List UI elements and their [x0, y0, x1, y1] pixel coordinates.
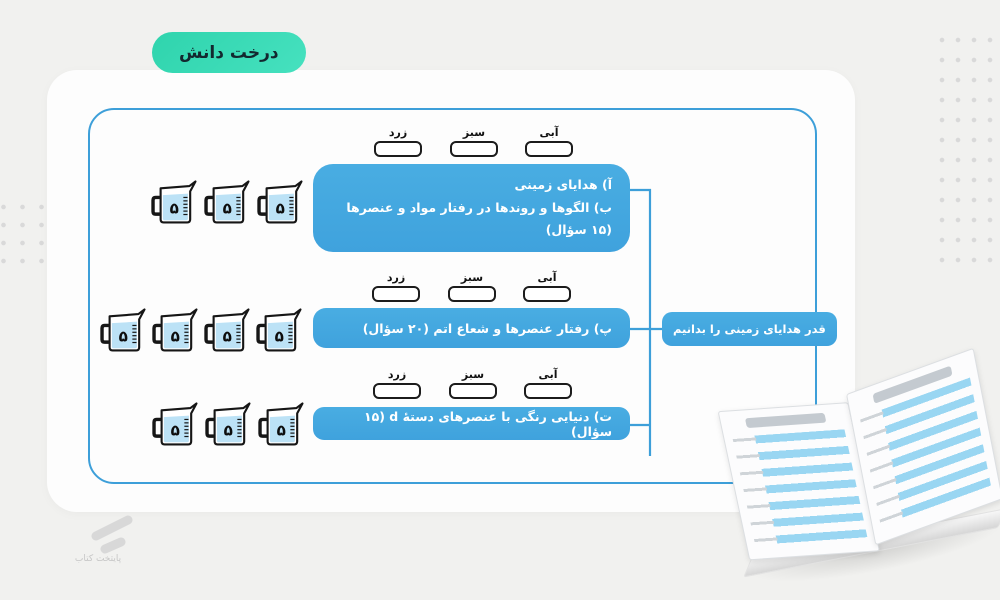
- topic-line: ت) دنیایی رنگی با عنصرهای دستهٔ d (۱۵ سؤ…: [363, 408, 612, 439]
- jug-value: ۵: [170, 199, 179, 217]
- tree-outline-frame: [88, 108, 817, 484]
- jug-value: ۵: [223, 199, 232, 217]
- goal-label: قدر هدایای زمینی را بدانیم: [673, 322, 826, 336]
- measuring-jug-icon: ۵: [100, 308, 146, 352]
- color-label-yellow: زرد: [386, 271, 406, 284]
- answer-slot-blue-row-2: آبی: [523, 271, 571, 302]
- measuring-jug-icon: ۵: [152, 402, 198, 446]
- measuring-jug-icon: ۵: [204, 180, 250, 224]
- color-label-yellow: زرد: [387, 368, 407, 381]
- topic-box-3: ت) دنیایی رنگی با عنصرهای دستهٔ d (۱۵ سؤ…: [313, 407, 630, 440]
- answer-slot-green-row-2: سبز: [448, 271, 496, 302]
- dot-grid-decoration-left: [0, 198, 50, 274]
- answer-box: [374, 141, 422, 157]
- color-label-green: سبز: [462, 126, 486, 139]
- book-page-header: [744, 412, 827, 429]
- topic-box-2: پ) رفتار عنصرها و شعاع اتم (۲۰ سؤال): [313, 308, 630, 348]
- topic-line: (۱۵ سؤال): [545, 222, 612, 238]
- color-label-green: سبز: [460, 271, 484, 284]
- jug-handle: [151, 195, 160, 216]
- page-title: درخت دانش: [179, 42, 279, 63]
- topic-line: آ) هدایای زمینی: [514, 177, 612, 193]
- jug-value: ۵: [275, 327, 284, 345]
- jug-value: ۵: [276, 199, 285, 217]
- topic-line: پ) رفتار عنصرها و شعاع اتم (۲۰ سؤال): [362, 320, 612, 336]
- jug-value: ۵: [224, 421, 233, 439]
- answer-box: [448, 286, 496, 302]
- measuring-jug-icon: ۵: [256, 308, 302, 352]
- color-label-yellow: زرد: [388, 126, 408, 139]
- color-label-green: سبز: [461, 368, 485, 381]
- publisher-logo-icon: [91, 515, 133, 554]
- answer-box: [450, 141, 498, 157]
- answer-box: [524, 383, 572, 399]
- jug-group-row-2: ۵ ۵ ۵: [99, 305, 302, 355]
- measuring-jug-icon: ۵: [204, 308, 250, 352]
- answer-slot-yellow-row-1: زرد: [374, 126, 422, 157]
- color-label-blue: آبی: [538, 368, 558, 381]
- goal-box: قدر هدایای زمینی را بدانیم: [662, 312, 837, 346]
- jug-value: ۵: [277, 421, 286, 439]
- answer-box: [525, 141, 573, 157]
- dot-grid-decoration-right: [934, 30, 1000, 270]
- jug-scale-ticks: [183, 196, 188, 216]
- jug-group-row-3: ۵ ۵ ۵: [151, 399, 304, 449]
- answer-slot-blue-row-3: آبی: [524, 368, 572, 399]
- jug-value: ۵: [119, 327, 128, 345]
- answer-slot-green-row-3: سبز: [449, 368, 497, 399]
- measuring-jug-icon: ۵: [258, 402, 304, 446]
- jug-value: ۵: [223, 327, 232, 345]
- color-label-blue: آبی: [539, 126, 559, 139]
- measuring-jug-icon: ۵: [152, 308, 198, 352]
- measuring-jug-icon: ۵: [257, 180, 303, 224]
- jug-group-row-1: ۵ ۵ ۵: [150, 177, 303, 227]
- color-label-blue: آبی: [537, 271, 557, 284]
- answer-slot-yellow-row-2: زرد: [372, 271, 420, 302]
- answer-box: [523, 286, 571, 302]
- measuring-jug-icon: ۵: [205, 402, 251, 446]
- topic-line: ب) الگوها و روندها در رفتار مواد و عنصره…: [346, 199, 612, 215]
- measuring-jug-icon: ۵: [151, 180, 197, 224]
- jug-water: [162, 193, 188, 221]
- answer-slot-blue-row-1: آبی: [525, 126, 573, 157]
- answer-slot-yellow-row-3: زرد: [373, 368, 421, 399]
- topic-box-1: آ) هدایای زمینی ب) الگوها و روندها در رف…: [313, 164, 630, 252]
- jug-value: ۵: [171, 421, 180, 439]
- answer-slot-green-row-1: سبز: [450, 126, 498, 157]
- answer-box: [449, 383, 497, 399]
- answer-box: [373, 383, 421, 399]
- jug-value: ۵: [171, 327, 180, 345]
- answer-box: [372, 286, 420, 302]
- page-title-badge: درخت دانش: [152, 32, 306, 73]
- publisher-name: پایتخت کتاب: [74, 554, 122, 564]
